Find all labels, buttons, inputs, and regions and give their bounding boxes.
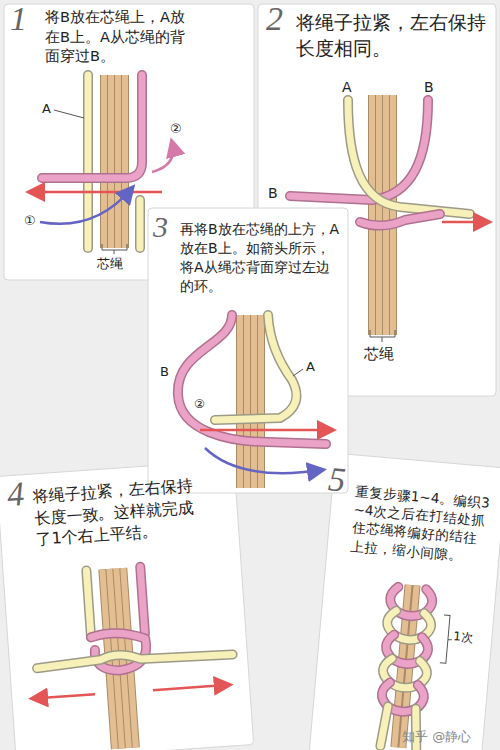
step-text: 再将B放在芯绳的上方，A放在B上。如箭头所示，将A从绳芯背面穿过左边的环。: [180, 220, 340, 296]
cord-label: 芯绳: [97, 255, 123, 273]
step-panel: [0, 460, 254, 750]
step-panel: [309, 453, 500, 750]
cord-label: B: [268, 184, 278, 203]
step-number: 1: [10, 2, 27, 36]
step-text: 将B放在芯绳上，A放在B上。A从芯绳的背面穿过B。: [45, 8, 195, 67]
step-text: 将绳子拉紧，左右保持长度相同。: [296, 10, 488, 61]
cord-label: A: [342, 78, 352, 97]
cord-label: B: [424, 78, 434, 97]
step-text: 重复步骤1~4。编织3~4次之后在打结处抓住芯绳将编好的结往上拉，缩小间隙。: [350, 482, 492, 566]
callout-number: ①: [24, 212, 36, 230]
step-number: 2: [266, 2, 283, 36]
cord-label: B: [160, 363, 169, 381]
cord-label: A: [306, 358, 315, 376]
step-number: 5: [327, 462, 347, 497]
step3-figure: [178, 315, 332, 488]
step-panel: [148, 208, 348, 493]
callout-number: ②: [194, 396, 205, 412]
step4-figure: [25, 561, 239, 750]
step5-figure: [376, 583, 456, 750]
callout-number: ②: [170, 120, 182, 138]
cord-label: 芯绳: [364, 344, 394, 364]
step1-figure: [30, 75, 173, 254]
step-number: 4: [6, 477, 25, 512]
step2-figure: [290, 95, 488, 342]
count-label: 1次: [453, 628, 474, 646]
step-text: 将绳子拉紧，左右保持长度一致。这样就完成了1个右上平结。: [32, 474, 208, 551]
cord-label: A: [42, 100, 51, 118]
step-number: 3: [153, 212, 168, 242]
watermark: 知乎 @静心: [402, 728, 471, 746]
